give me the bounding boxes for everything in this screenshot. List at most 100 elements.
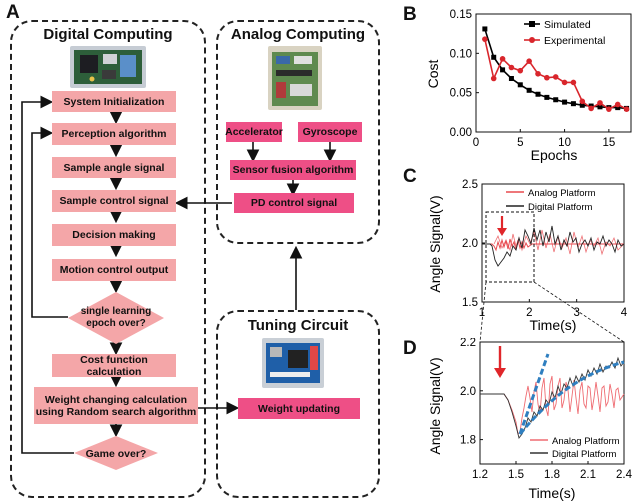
chart-b-point-simulated bbox=[508, 76, 514, 82]
panel-label-a: A bbox=[6, 2, 20, 23]
chart-b-point-simulated bbox=[597, 104, 603, 110]
b-xtick-label: 10 bbox=[558, 137, 571, 149]
chart-b-point-simulated bbox=[562, 99, 568, 105]
node-sample-angle-signal: Sample angle signal bbox=[52, 157, 176, 178]
chart-b-point-experimental bbox=[535, 70, 541, 77]
chart-b-point-experimental bbox=[499, 56, 506, 62]
chart-b-point-simulated bbox=[526, 87, 532, 93]
node-pd-control-signal: PD control signal bbox=[234, 193, 354, 213]
chart-b-point-simulated bbox=[570, 101, 576, 107]
c-xtick-label: 1 bbox=[479, 307, 485, 319]
chart-d-legend-analog: Analog Platform bbox=[552, 436, 620, 447]
digital-board-photo bbox=[70, 46, 146, 88]
chart-d-xlabel: Time(s) bbox=[529, 485, 576, 501]
d-xtick-label: 2.4 bbox=[616, 469, 633, 481]
chart-b-legend-marker-experimental bbox=[529, 37, 535, 43]
chart-c-analog-oscillation bbox=[493, 229, 625, 256]
node-decision-making: Decision making bbox=[52, 224, 176, 246]
node-gyroscope: Gyroscope bbox=[298, 122, 362, 142]
digital-computing-title: Digital Computing bbox=[43, 26, 173, 43]
chart-b-point-simulated bbox=[535, 91, 541, 97]
chart-d-legend-digital: Digital Platform bbox=[552, 449, 616, 460]
chart-b-point-simulated bbox=[491, 54, 497, 60]
node-epoch-over-label: single learning epoch over? bbox=[80, 306, 152, 329]
analog-computing-title: Analog Computing bbox=[230, 26, 366, 43]
c-ytick-label: 2.5 bbox=[462, 179, 478, 191]
chart-b-frame bbox=[475, 13, 632, 133]
b-xtick-label: 0 bbox=[473, 137, 479, 149]
tuning-circuit-box bbox=[216, 310, 380, 498]
chart-b-point-simulated bbox=[517, 82, 523, 88]
b-ytick-label: 0.05 bbox=[450, 88, 472, 100]
chart-c-legend-analog: Analog Platform bbox=[528, 188, 596, 199]
chart-d-red-arrow-head bbox=[494, 368, 506, 378]
node-game-over-label: Game over? bbox=[85, 447, 147, 460]
chart-c-ylabel: Angle Signal(V) bbox=[427, 195, 443, 292]
chart-c-red-arrow-head bbox=[497, 228, 507, 236]
d-ytick-label: 1.8 bbox=[460, 435, 476, 447]
node-weight-changing-calculation: Weight changing calculation using Random… bbox=[34, 387, 198, 424]
chart-b-point-experimental bbox=[490, 75, 497, 82]
chart-b-point-experimental bbox=[526, 58, 532, 64]
b-xtick-label: 5 bbox=[517, 137, 523, 149]
chart-b-point-experimental bbox=[508, 64, 515, 71]
chart-b-point-experimental bbox=[623, 106, 630, 112]
chart-b-point-simulated bbox=[482, 26, 488, 32]
node-motion-control-output: Motion control output bbox=[52, 259, 176, 281]
chart-b-point-experimental bbox=[588, 105, 594, 112]
d-xtick-label: 2.1 bbox=[580, 469, 596, 481]
chart-b-point-experimental bbox=[561, 79, 568, 86]
tuning-board-photo bbox=[262, 338, 324, 388]
chart-d-fit-line-slow bbox=[518, 360, 625, 435]
chart-b-point-simulated bbox=[579, 102, 585, 108]
chart-b-xlabel: Epochs bbox=[531, 147, 578, 163]
digital-computing-box bbox=[10, 20, 206, 498]
chart-b-point-experimental bbox=[482, 36, 488, 42]
c-ytick-label: 2.0 bbox=[462, 238, 478, 250]
c-xtick-label: 4 bbox=[621, 307, 628, 319]
chart-b-point-simulated bbox=[500, 67, 506, 73]
chart-c-digital-trace bbox=[482, 225, 625, 267]
chart-b-legend-marker-simulated bbox=[529, 21, 535, 27]
chart-b-point-experimental bbox=[544, 74, 550, 81]
b-ytick-label: 0.10 bbox=[450, 48, 472, 60]
chart-b-point-experimental bbox=[517, 67, 524, 74]
node-accelerator: Accelerator bbox=[225, 122, 283, 142]
chart-d-fit-line-fast bbox=[518, 353, 550, 435]
chart-b-point-simulated bbox=[544, 94, 550, 100]
d-xtick-label: 1.2 bbox=[472, 469, 488, 481]
d-ytick-label: 2.0 bbox=[460, 386, 476, 398]
chart-b-point-experimental bbox=[570, 79, 577, 86]
node-cost-function-calculation: Cost function calculation bbox=[52, 354, 176, 378]
chart-b-point-simulated bbox=[553, 97, 559, 103]
node-weight-updating: Weight updating bbox=[238, 398, 360, 419]
panel-label-c: C bbox=[403, 166, 417, 187]
chart-b-point-experimental bbox=[552, 74, 559, 80]
tuning-circuit-title: Tuning Circuit bbox=[247, 317, 349, 334]
b-ytick-label: 0.00 bbox=[450, 127, 472, 139]
chart-c-legend-digital: Digital Platform bbox=[528, 202, 592, 213]
d-xtick-label: 1.5 bbox=[508, 469, 524, 481]
node-system-initialization: System Initialization bbox=[52, 91, 176, 112]
d-xtick-label: 1.8 bbox=[544, 469, 560, 481]
chart-b-point-experimental bbox=[614, 101, 621, 108]
analog-computing-box bbox=[216, 20, 380, 244]
analog-board-photo bbox=[268, 46, 322, 110]
chart-b-point-simulated bbox=[615, 105, 621, 111]
node-perception-algorithm: Perception algorithm bbox=[52, 123, 176, 145]
d-ytick-label: 2.2 bbox=[460, 338, 476, 349]
c-xtick-label: 2 bbox=[526, 307, 532, 319]
node-sensor-fusion-algorithm: Sensor fusion algorithm bbox=[230, 160, 356, 180]
chart-c-xlabel: Time(s) bbox=[530, 317, 577, 333]
chart-c-zoom-box bbox=[485, 211, 535, 283]
panel-label-b: B bbox=[403, 4, 417, 25]
chart-d-analog-trace bbox=[480, 375, 625, 435]
chart-b-legend-simulated: Simulated bbox=[544, 19, 591, 31]
node-sample-control-signal: Sample control signal bbox=[52, 190, 176, 212]
c-ytick-label: 1.5 bbox=[462, 297, 478, 309]
chart-b-legend-experimental: Experimental bbox=[544, 35, 605, 47]
